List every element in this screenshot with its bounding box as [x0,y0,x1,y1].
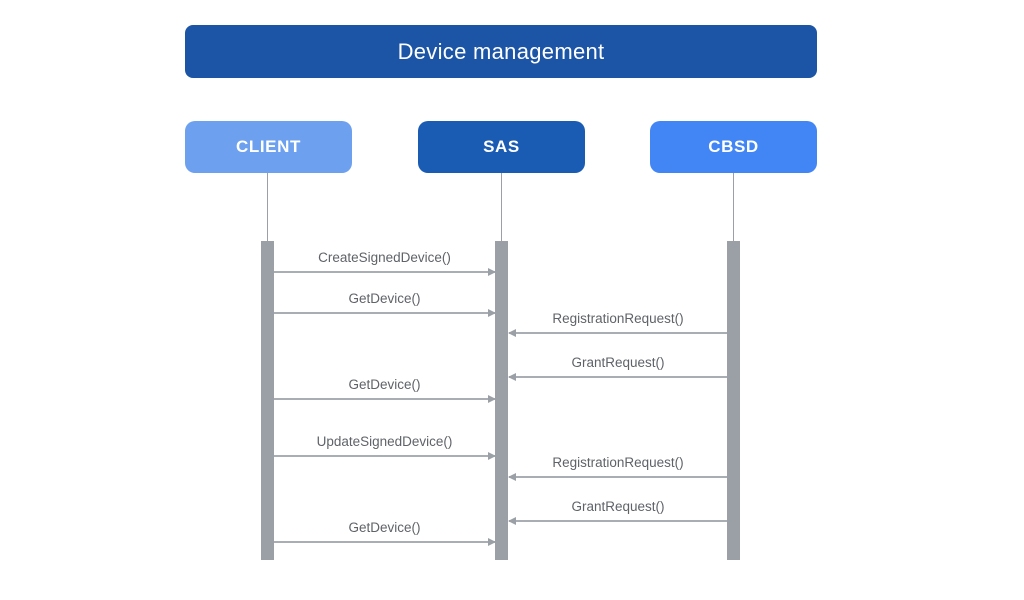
message-label: GetDevice() [348,291,421,306]
message-arrow [508,372,727,381]
arrowhead-left-icon [508,328,516,337]
message-get-device-1: GetDevice() [274,291,496,317]
message-arrow [508,472,727,481]
lifeline-cbsd [733,173,734,241]
message-label: GetDevice() [348,377,421,392]
message-grant-request-2: GrantRequest() [508,499,727,525]
message-registration-request-1: RegistrationRequest() [508,311,727,337]
message-get-device-3: GetDevice() [274,520,496,546]
message-label: GrantRequest() [571,355,665,370]
message-update-signed-device: UpdateSignedDevice() [274,434,496,460]
message-label: RegistrationRequest() [552,311,684,326]
arrowhead-right-icon [488,394,496,403]
message-label: RegistrationRequest() [552,455,684,470]
message-label: GrantRequest() [571,499,665,514]
message-arrow [274,451,496,460]
actor-cbsd: CBSD [650,121,817,173]
arrowhead-left-icon [508,516,516,525]
actor-sas: SAS [418,121,585,173]
activation-bar-client [261,241,274,560]
message-label: CreateSignedDevice() [318,250,451,265]
lifeline-client [267,173,268,241]
actor-client: CLIENT [185,121,352,173]
message-arrow [274,267,496,276]
message-arrow [508,328,727,337]
diagram-title: Device management [185,25,817,78]
arrowhead-left-icon [508,372,516,381]
actor-client-label: CLIENT [236,137,301,156]
message-arrow [274,394,496,403]
activation-bar-sas [495,241,508,560]
lifeline-sas [501,173,502,241]
arrowhead-left-icon [508,472,516,481]
message-label: UpdateSignedDevice() [316,434,453,449]
message-arrow [508,516,727,525]
message-grant-request-1: GrantRequest() [508,355,727,381]
message-arrow [274,537,496,546]
message-registration-request-2: RegistrationRequest() [508,455,727,481]
arrowhead-right-icon [488,451,496,460]
arrowhead-right-icon [488,537,496,546]
actor-sas-label: SAS [483,137,520,156]
message-get-device-2: GetDevice() [274,377,496,403]
arrowhead-right-icon [488,267,496,276]
message-arrow [274,308,496,317]
arrowhead-right-icon [488,308,496,317]
message-label: GetDevice() [348,520,421,535]
message-create-signed-device: CreateSignedDevice() [274,250,496,276]
actor-cbsd-label: CBSD [708,137,759,156]
activation-bar-cbsd [727,241,740,560]
